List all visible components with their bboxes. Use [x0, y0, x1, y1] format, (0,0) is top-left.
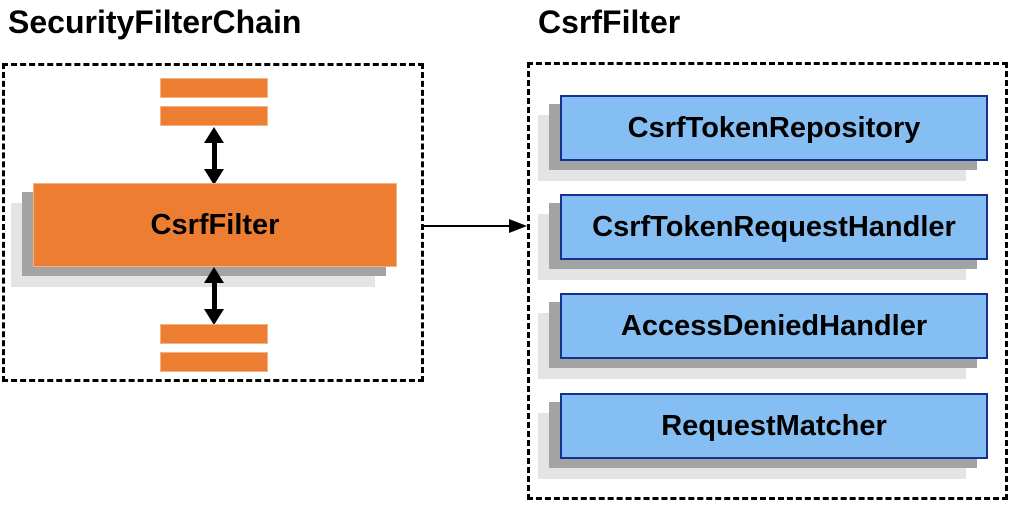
filter-placeholder-bar-top-1: [160, 78, 268, 98]
connector-arrow-head-icon: [509, 219, 527, 233]
arrow-shaft: [211, 143, 217, 169]
component-box-request-matcher: RequestMatcher: [560, 393, 988, 459]
security-filter-chain-title: SecurityFilterChain: [8, 4, 302, 40]
double-arrow-bottom: [204, 267, 224, 325]
csrf-filter-box-label: CsrfFilter: [150, 208, 280, 241]
csrf-filter-title: CsrfFilter: [538, 4, 681, 40]
component-box-csrf-token-request-handler: CsrfTokenRequestHandler: [560, 194, 988, 260]
double-arrow-top: [204, 127, 224, 185]
component-label: CsrfTokenRepository: [627, 111, 921, 144]
filter-placeholder-bar-top-2: [160, 106, 268, 126]
arrow-head-down-icon: [204, 169, 224, 185]
component-box-csrf-token-repository: CsrfTokenRepository: [560, 95, 988, 161]
arrow-shaft: [211, 283, 217, 309]
filter-placeholder-bar-bottom-2: [160, 352, 268, 372]
csrf-filter-container: [527, 62, 1008, 500]
arrow-head-up-icon: [204, 127, 224, 143]
component-label: AccessDeniedHandler: [620, 309, 928, 342]
component-label: CsrfTokenRequestHandler: [592, 210, 956, 243]
component-box-access-denied-handler: AccessDeniedHandler: [560, 293, 988, 359]
csrf-filter-box: CsrfFilter: [33, 183, 397, 267]
arrow-head-down-icon: [204, 309, 224, 325]
arrow-head-up-icon: [204, 267, 224, 283]
component-label: RequestMatcher: [661, 409, 887, 442]
connector-arrow-shaft: [424, 225, 510, 227]
filter-placeholder-bar-bottom-1: [160, 324, 268, 344]
security-filter-chain-container: [2, 63, 424, 382]
